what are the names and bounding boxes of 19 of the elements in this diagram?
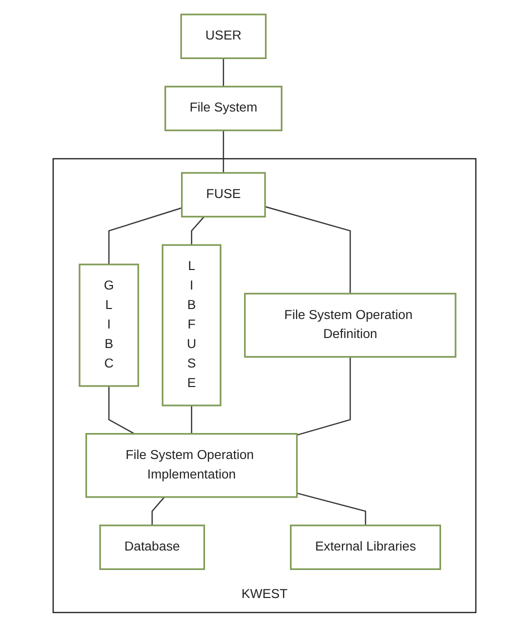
connector (296, 492, 366, 526)
connector (190, 405, 192, 434)
node-box (78, 264, 140, 387)
node-box (290, 524, 442, 570)
node-box (244, 292, 456, 358)
connector (108, 207, 182, 264)
connector (222, 130, 224, 173)
connector (190, 216, 205, 246)
connector (264, 206, 351, 294)
node-box (180, 14, 267, 60)
node-box (181, 172, 266, 218)
connector (222, 58, 224, 87)
node-box (162, 244, 222, 406)
node-box (99, 524, 205, 570)
node-box (85, 433, 298, 498)
node-box (164, 86, 282, 132)
cluster (52, 158, 476, 614)
connector (152, 496, 165, 526)
connector (296, 356, 351, 436)
